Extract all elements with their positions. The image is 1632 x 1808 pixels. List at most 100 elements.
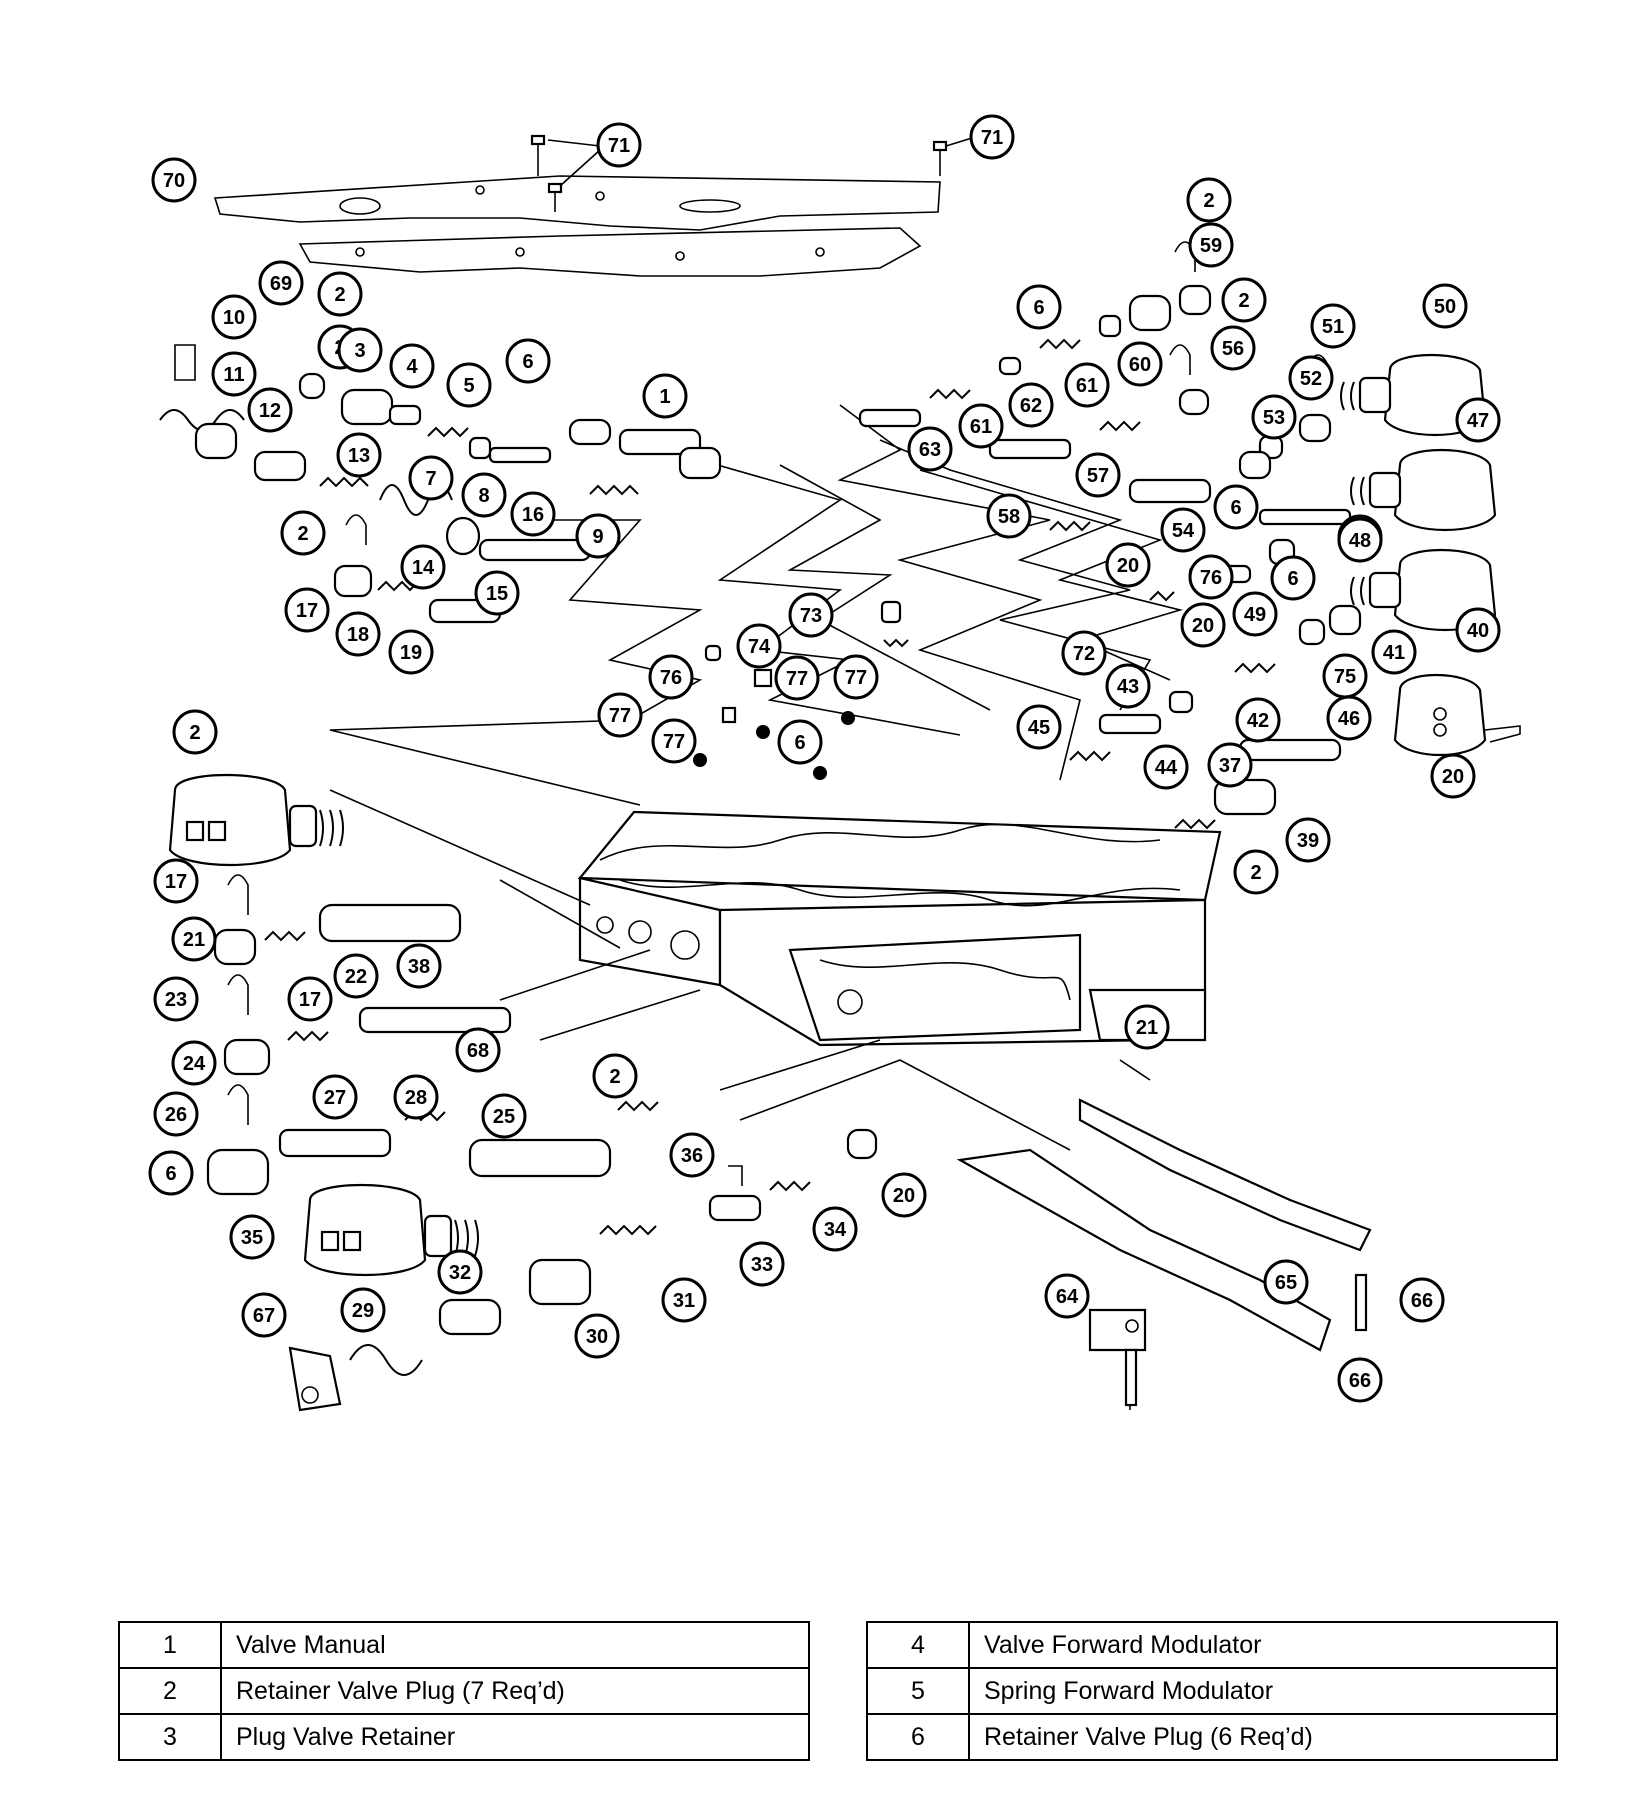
callout-badge: 71 (596, 122, 642, 168)
callout-number: 2 (297, 523, 308, 545)
callout-circle (1180, 602, 1226, 648)
callout-number: 71 (981, 127, 1003, 149)
legend-table-right: 4 Valve Forward Modulator 5 Spring Forwa… (866, 1621, 1558, 1761)
callout-number: 68 (467, 1040, 489, 1062)
callout-number: 63 (919, 439, 941, 461)
callout-number: 69 (270, 273, 292, 295)
callout-circle (1233, 849, 1279, 895)
callout-circle (171, 1040, 217, 1086)
callout-circle (505, 338, 551, 384)
callout-number: 62 (1020, 395, 1042, 417)
callout-circle (1213, 484, 1259, 530)
callout-number: 20 (1117, 555, 1139, 577)
callout-number: 74 (748, 636, 771, 658)
callout-badge: 63 (907, 426, 953, 472)
callout-circle (1143, 744, 1189, 790)
callout-circle (284, 587, 330, 633)
callout-number: 27 (324, 1087, 346, 1109)
callout-number: 54 (1172, 520, 1195, 542)
callout-badge: 49 (1232, 591, 1278, 637)
callout-circle (1044, 1273, 1090, 1319)
callout-badge: 17 (153, 858, 199, 904)
callout-circle (481, 1093, 527, 1139)
callout-circle (258, 260, 304, 306)
callout-circle (1105, 542, 1151, 588)
callout-badge: 73 (788, 592, 834, 638)
callout-number: 70 (163, 170, 185, 192)
callout-number: 37 (1219, 755, 1241, 777)
callout-number: 47 (1467, 410, 1489, 432)
legend-number: 6 (866, 1713, 970, 1761)
callout-number: 29 (352, 1300, 374, 1322)
callout-number: 67 (253, 1305, 275, 1327)
callout-circle (1232, 591, 1278, 637)
callout-badge: 62 (1008, 382, 1054, 428)
callout-circle (1016, 284, 1062, 330)
callout-badge: 9 (575, 513, 621, 559)
callout-number: 2 (334, 284, 345, 306)
callout-badge: 2 (592, 1053, 638, 1099)
callout-badge: 6 (505, 338, 551, 384)
callout-number: 9 (592, 526, 603, 548)
callout-circle (247, 387, 293, 433)
callout-badge: 50 (1422, 283, 1468, 329)
callout-number: 36 (681, 1145, 703, 1167)
callout-number: 75 (1334, 666, 1356, 688)
callout-badge: 13 (336, 432, 382, 478)
callout-number: 71 (608, 135, 630, 157)
callout-badge: 21 (1124, 1004, 1170, 1050)
callout-circle (1160, 507, 1206, 553)
callout-circle (651, 718, 697, 764)
callout-circle (1337, 517, 1383, 563)
legend-row: 2 Retainer Valve Plug (7 Req’d) (118, 1667, 810, 1715)
callout-number: 20 (1192, 615, 1214, 637)
callout-circle (1117, 341, 1163, 387)
callout-badge: 56 (1210, 325, 1256, 371)
callout-number: 21 (183, 929, 205, 951)
callout-circle (317, 271, 363, 317)
callout-number: 49 (1244, 604, 1266, 626)
callout-circle (596, 122, 642, 168)
callout-circle (1016, 704, 1062, 750)
callout-circle (1186, 177, 1232, 223)
callout-circle (592, 1053, 638, 1099)
callout-circle (1061, 630, 1107, 676)
callout-badge: 75 (1322, 653, 1368, 699)
callout-circle (788, 592, 834, 638)
callout-circle (1188, 554, 1234, 600)
callout-number: 4 (406, 356, 418, 378)
callout-number: 24 (183, 1053, 206, 1075)
callout-badge: 38 (396, 943, 442, 989)
callout-circle (969, 114, 1015, 160)
callout-circle (1075, 452, 1121, 498)
callout-number: 30 (586, 1326, 608, 1348)
callout-circle (148, 1150, 194, 1196)
callout-circle (389, 343, 435, 389)
callout-circle (1288, 355, 1334, 401)
callout-number: 52 (1300, 368, 1322, 390)
callout-circle (211, 351, 257, 397)
callout-circle (1422, 283, 1468, 329)
callout-circle (393, 1074, 439, 1120)
legend-description: Valve Forward Modulator (968, 1621, 1558, 1669)
callout-badge: 2 (172, 709, 218, 755)
callout-badge: 77 (774, 655, 820, 701)
callout-number: 2 (1250, 862, 1261, 884)
callout-circle (597, 692, 643, 738)
callout-number: 77 (663, 731, 685, 753)
legend-number: 4 (866, 1621, 970, 1669)
legend-row: 1 Valve Manual (118, 1621, 810, 1669)
callout-circle (1430, 753, 1476, 799)
callout-circle (1008, 382, 1054, 428)
callout-circle (333, 953, 379, 999)
callout-badge: 76 (648, 654, 694, 700)
callout-badge: 58 (986, 493, 1032, 539)
callout-badge: 77 (597, 692, 643, 738)
callout-circle (336, 432, 382, 478)
callout-badge: 6 (777, 719, 823, 765)
callout-number: 72 (1073, 643, 1095, 665)
callout-badge: 70 (151, 157, 197, 203)
callout-number: 25 (493, 1106, 515, 1128)
callout-circle (461, 472, 507, 518)
callout-number: 48 (1349, 530, 1371, 552)
